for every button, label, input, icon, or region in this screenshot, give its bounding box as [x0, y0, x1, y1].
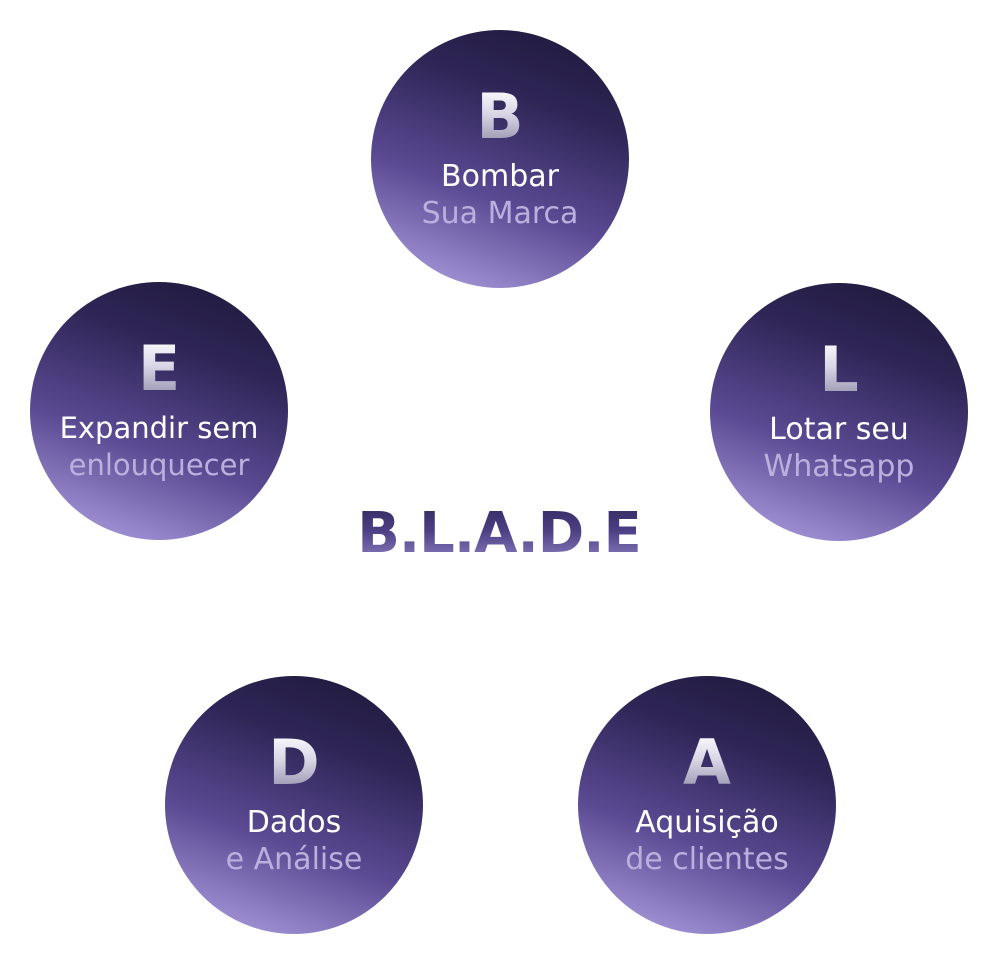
node-label-primary: Bombar: [441, 159, 559, 194]
diagram-title: B.L.A.D.E: [332, 498, 666, 570]
node-label-secondary: de clientes: [625, 842, 789, 877]
node-label-secondary: enlouquecer: [68, 448, 250, 482]
node-letter: E: [137, 332, 181, 405]
node-bombar-sua-marca: B Bombar Sua Marca: [371, 30, 629, 288]
node-label-secondary: Whatsapp: [763, 449, 915, 484]
node-lotar-seu-whatsapp: L Lotar seu Whatsapp: [710, 283, 968, 541]
node-letter: L: [819, 333, 859, 406]
node-label-secondary: Sua Marca: [421, 196, 579, 231]
node-label-primary: Dados: [246, 805, 342, 840]
node-label-primary: Lotar seu: [769, 412, 909, 447]
node-label-secondary: e Análise: [225, 842, 363, 877]
node-label-primary: Expandir sem: [59, 411, 259, 445]
node-label-primary: Aquisição: [635, 805, 779, 840]
node-dados-e-analise: D Dados e Análise: [165, 676, 423, 934]
node-letter: A: [683, 726, 731, 799]
node-aquisicao-de-clientes: A Aquisição de clientes: [578, 676, 836, 934]
node-expandir-sem-enlouquecer: E Expandir sem enlouquecer: [30, 282, 288, 540]
node-letter: B: [476, 80, 524, 153]
node-letter: D: [268, 726, 320, 799]
